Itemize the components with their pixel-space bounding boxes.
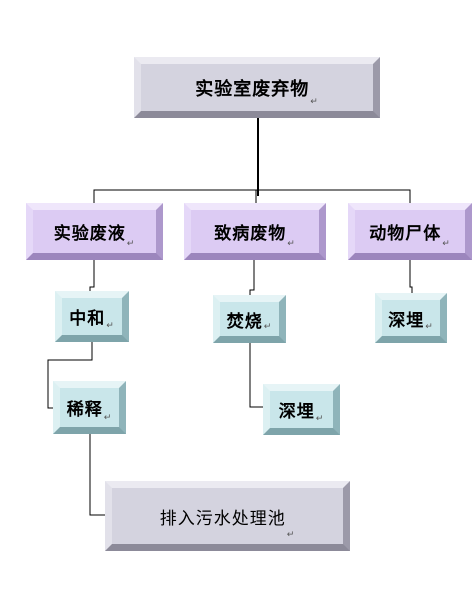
paragraph-mark-icon: ↵ (425, 322, 434, 332)
category-node-liquid-waste: 实验废液↵ (26, 203, 163, 260)
step-node-neutralize: 中和↵ (55, 291, 129, 342)
pathogenic-to-incinerate (249, 260, 255, 295)
paragraph-mark-icon: ↵ (103, 413, 113, 423)
step-node-label: 焚烧 (226, 311, 263, 332)
category-node-label: 致病废物 (214, 224, 287, 244)
category-node-label: 动物尸体 (369, 224, 442, 244)
category-node-label: 实验废液 (53, 224, 126, 244)
paragraph-mark-icon: ↵ (442, 239, 451, 249)
step-node-drain: 排入污水处理池↵ (105, 481, 350, 551)
step-node-label: 深埋 (278, 402, 315, 422)
root-node-label: 实验室废弃物 (195, 78, 310, 100)
paragraph-mark-icon: ↵ (310, 97, 319, 107)
step-node-incinerate: 焚烧↵ (213, 295, 286, 343)
root-node: 实验室废弃物↵ (134, 57, 380, 118)
branch-connector (93, 189, 411, 204)
dilute-to-drain (89, 434, 105, 516)
category-node-animal-carcass: 动物尸体↵ (348, 203, 472, 260)
paragraph-mark-icon: ↵ (315, 414, 325, 424)
neutralize-to-dilute (47, 342, 93, 409)
paragraph-mark-icon: ↵ (126, 239, 136, 249)
paragraph-mark-icon: ↵ (286, 530, 296, 540)
step-node-bury-animal: 深埋↵ (375, 293, 447, 343)
paragraph-mark-icon: ↵ (263, 322, 273, 332)
step-node-label: 排入污水处理池 (159, 508, 286, 529)
category-node-pathogenic-waste: 致病废物↵ (184, 203, 326, 260)
animal-to-bury (409, 260, 413, 293)
step-node-label: 中和 (69, 309, 106, 329)
step-node-label: 稀释 (66, 400, 103, 420)
incinerate-to-bury (249, 343, 264, 408)
step-node-dilute: 稀释↵ (53, 381, 126, 434)
step-node-bury-pathogenic: 深埋↵ (263, 384, 340, 435)
step-node-label: 深埋 (388, 310, 425, 331)
liquid-to-neutralize (89, 260, 95, 292)
paragraph-mark-icon: ↵ (287, 239, 296, 249)
paragraph-mark-icon: ↵ (106, 321, 115, 331)
